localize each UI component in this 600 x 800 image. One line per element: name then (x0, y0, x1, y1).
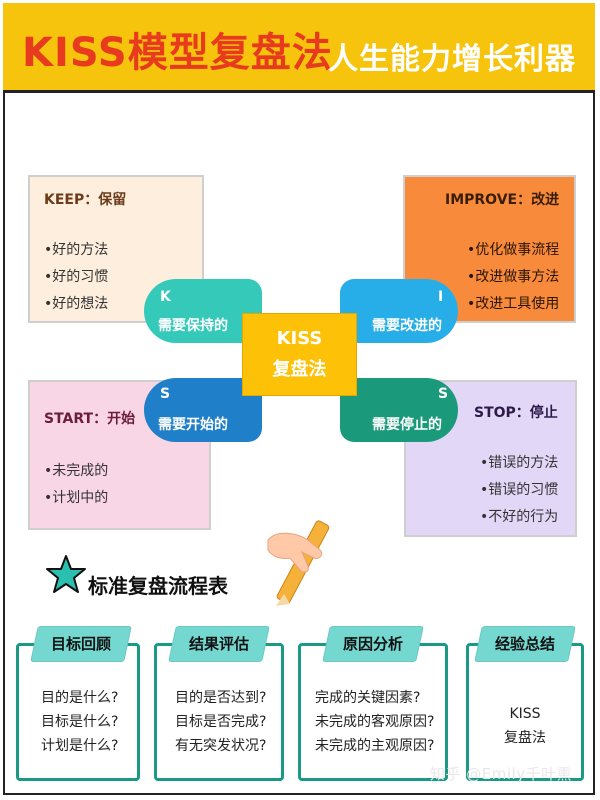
card-title: 原因分析 (342, 635, 403, 653)
process-card: 目的是什么? 目标是什么? 计划是什么? (16, 643, 140, 781)
list-item: 错误的习惯 (480, 477, 558, 504)
card-line: 复盘法 (504, 730, 546, 746)
stop-quadrant: STOP：停止 错误的方法 错误的习惯 不好的行为 (404, 380, 577, 537)
list-item: 好的想法 (44, 291, 108, 318)
pill-text: 需要保持的 (158, 318, 228, 334)
card-line: 有无突发状况? (175, 738, 267, 754)
improve-pill: I 需要改进的 (340, 279, 458, 343)
pill-letter: S (438, 386, 449, 402)
card-line: 目的是什么? (41, 690, 119, 706)
card-lines: 目的是什么? 目标是什么? 计划是什么? (41, 686, 118, 758)
improve-list: 优化做事流程 改进做事方法 改进工具使用 (467, 237, 559, 318)
process-card: 完成的关键因素? 未完成的客观原因? 未完成的主观原因? (298, 643, 448, 781)
list-item: 好的习惯 (44, 264, 108, 291)
pill-text: 需要开始的 (158, 417, 228, 433)
card-line: 未完成的主观原因? (315, 738, 435, 754)
stop-pill: S 需要停止的 (340, 378, 458, 442)
list-item: 好的方法 (44, 237, 108, 264)
card-line: 完成的关键因素? (315, 690, 421, 706)
list-item: 改进做事方法 (467, 264, 559, 291)
watermark: 知乎 @Emily千叶熏 (430, 765, 573, 783)
center-line-1: KISS (276, 328, 323, 349)
card-line: KISS (509, 706, 541, 722)
card-title-tag: 原因分析 (322, 626, 424, 662)
card-line: 未完成的客观原因? (315, 714, 435, 730)
hand-pencil-icon (267, 520, 330, 606)
card-title-tag: 结果评估 (168, 626, 270, 662)
star-icon (46, 555, 86, 593)
pill-letter: I (438, 289, 444, 305)
page-title: KISS模型复盘法 (22, 30, 333, 76)
center-kiss-box: KISS 复盘法 (242, 313, 357, 396)
pill-text: 需要改进的 (372, 318, 442, 334)
list-item: 未完成的 (44, 458, 108, 485)
card-title-tag: 经验总结 (474, 626, 576, 662)
card-line: 目的是否达到? (175, 690, 267, 706)
keep-list: 好的方法 好的习惯 好的想法 (44, 237, 108, 318)
header-banner (3, 3, 595, 93)
center-line-2: 复盘法 (272, 359, 327, 380)
page-subtitle: 人生能力增长利器 (328, 42, 576, 77)
card-title: 经验总结 (494, 635, 555, 653)
start-title: START：开始 (44, 411, 136, 427)
card-title-tag: 目标回顾 (30, 626, 132, 662)
keep-title: KEEP：保留 (44, 192, 127, 208)
pill-text: 需要停止的 (372, 417, 442, 433)
section-title: 标准复盘流程表 (88, 574, 228, 598)
process-card: KISS 复盘法 (466, 643, 584, 781)
pill-letter: K (160, 289, 171, 305)
list-item: 计划中的 (44, 485, 108, 512)
list-item: 错误的方法 (480, 450, 558, 477)
start-list: 未完成的 计划中的 (44, 458, 108, 512)
keep-quadrant: KEEP：保留 好的方法 好的习惯 好的想法 (28, 175, 204, 323)
pill-letter: S (160, 386, 171, 402)
card-line: 计划是什么? (41, 738, 119, 754)
process-card: 目的是否达到? 目标是否完成? 有无突发状况? (154, 643, 284, 781)
stop-list: 错误的方法 错误的习惯 不好的行为 (480, 450, 558, 531)
card-title: 结果评估 (188, 635, 249, 653)
card-line: 目标是什么? (41, 714, 119, 730)
card-lines: 目的是否达到? 目标是否完成? 有无突发状况? (175, 686, 266, 758)
card-lines: 完成的关键因素? 未完成的客观原因? 未完成的主观原因? (315, 686, 434, 758)
list-item: 不好的行为 (480, 504, 558, 531)
card-lines: KISS 复盘法 (469, 702, 581, 750)
list-item: 优化做事流程 (467, 237, 559, 264)
stop-title: STOP：停止 (474, 405, 558, 421)
card-title: 目标回顾 (50, 635, 111, 653)
card-line: 目标是否完成? (175, 714, 267, 730)
improve-title: IMPROVE：改进 (445, 192, 560, 208)
list-item: 改进工具使用 (467, 291, 559, 318)
